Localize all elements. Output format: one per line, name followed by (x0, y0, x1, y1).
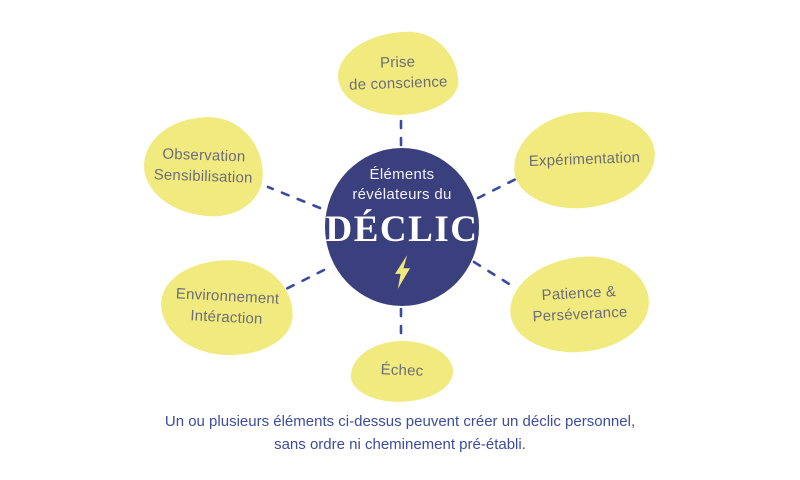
node-observation-sensibilisation: Observation Sensibilisation (142, 114, 265, 219)
center-subtitle-line2: révélateurs du (352, 186, 452, 203)
center-title: DÉCLIC (325, 209, 479, 251)
node-echec: Échec (349, 339, 455, 404)
lightning-bolt-icon (394, 255, 410, 290)
node-label: Environnement Intéraction (175, 285, 280, 328)
footer-line1: Un ou plusieurs éléments ci-dessus peuve… (164, 413, 636, 430)
connector-bottom-right (472, 260, 516, 289)
node-prise-de-conscience: Prise de conscience (336, 29, 460, 118)
node-environnement-interaction: Environnement Intéraction (158, 256, 296, 359)
node-label: Observation Sensibilisation (153, 145, 253, 187)
node-label: Échec (380, 361, 424, 380)
footer-caption: Un ou plusieurs éléments ci-dessus peuve… (0, 411, 800, 456)
connector-top-left (266, 185, 322, 210)
node-patience-perseverance: Patience & Perséverance (507, 253, 652, 356)
connector-bottom-left (284, 268, 326, 291)
node-label: Patience & Perséverance (532, 282, 628, 325)
footer-line2: sans ordre ni cheminement pré-établi. (274, 435, 526, 453)
center-subtitle-line1: Éléments (369, 165, 435, 183)
node-label: Expérimentation (528, 148, 641, 170)
center-circle: Éléments révélateurs du DÉCLIC (325, 148, 479, 306)
node-label: Prise de conscience (348, 53, 448, 94)
node-experimentation: Expérimentation (512, 109, 657, 211)
